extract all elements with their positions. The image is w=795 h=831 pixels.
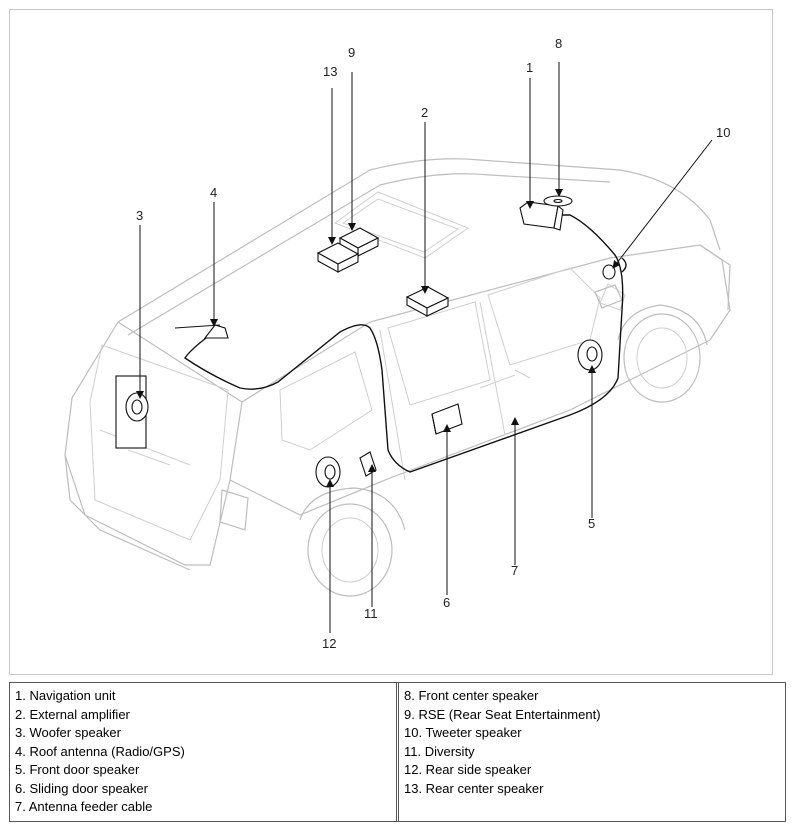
legend-item: 4. Roof antenna (Radio/GPS) [15,743,185,759]
callout-8: 8 [555,36,562,51]
callout-7: 7 [511,563,518,578]
callout-4: 4 [210,185,217,200]
leader-lines [136,62,713,633]
legend-item: 2. External amplifier [15,706,130,722]
legend-column-right: 8. Front center speaker 9. RSE (Rear Sea… [396,683,785,821]
legend-item: 8. Front center speaker [404,688,539,703]
legend-item: 11. Diversity [404,743,475,759]
legend-item: 10. Tweeter speaker [404,725,522,740]
callout-9: 9 [348,45,355,60]
callout-13: 13 [323,64,337,79]
legend-item: 9. RSE (Rear Seat Entertainment) [404,706,601,722]
diversity-shape [359,451,377,477]
tweeter-speaker-shape [602,264,616,280]
legend-item: 12. Rear side speaker [404,762,532,777]
callout-1: 1 [526,60,533,75]
callout-5: 5 [588,516,595,531]
roof-antenna-shape [203,324,229,339]
callout-2: 2 [421,105,428,120]
vehicle-audio-diagram: 1 8 9 13 2 4 3 10 5 6 7 11 12 [9,9,773,675]
callout-10: 10 [716,125,730,140]
diagram-svg: 1 8 9 13 2 4 3 10 5 6 7 11 12 [64,36,731,651]
wiring [184,214,627,473]
legend-item: 13. Rear center speaker [404,780,544,796]
legend-item: 5. Front door speaker [15,762,140,777]
callout-11: 11 [364,606,378,621]
vehicle-outline [64,158,731,597]
components [115,195,616,488]
callout-labels: 1 8 9 13 2 4 3 10 5 6 7 11 12 [136,36,730,651]
callout-12: 12 [322,636,336,651]
legend-item: 3. Woofer speaker [15,725,121,740]
legend-item: 1. Navigation unit [15,688,116,703]
legend-item: 7. Antenna feeder cable [15,799,153,814]
callout-6: 6 [443,595,450,610]
legend-column-left: 1. Navigation unit 2. External amplifier… [10,683,396,821]
legend-table: 1. Navigation unit 2. External amplifier… [9,682,786,822]
callout-3: 3 [136,208,143,223]
legend-item: 6. Sliding door speaker [15,780,148,796]
